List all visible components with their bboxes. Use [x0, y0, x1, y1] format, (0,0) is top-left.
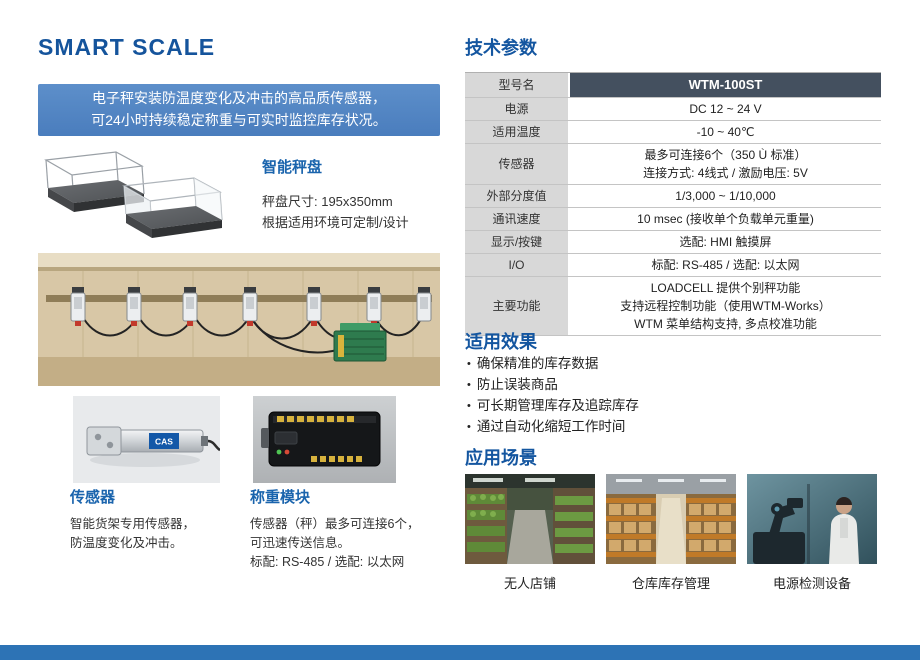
spec-value: 1/3,000 ~ 1/10,000 [570, 184, 881, 207]
spec-label: 通讯速度 [465, 207, 570, 230]
spec-row-temperature: 适用温度 -10 ~ 40℃ [465, 120, 881, 144]
spec-label: 电源 [465, 97, 570, 120]
spec-value: DC 12 ~ 24 V [570, 97, 881, 120]
loadcell-photo: CAS [73, 396, 220, 483]
scenario-caption: 无人店铺 [503, 576, 556, 591]
spec-row-io: I/O 标配: RS-485 / 选配: 以太网 [465, 253, 881, 277]
smart-plate-illustration [36, 138, 253, 248]
intro-banner: 电子秤安装防温度变化及冲击的高品质传感器， 可24小时持续稳定称重与可实时监控库… [38, 84, 440, 136]
module-line2: 可迅速传送信息。 [250, 535, 351, 550]
scenario-caption: 电源检测设备 [772, 576, 851, 591]
sensor-info: 传感器 智能货架专用传感器， 防温度变化及冲击。 [70, 486, 245, 553]
scenarios-section-title: 应用场景 [465, 448, 537, 468]
spec-row-functions: 主要功能 LOADCELL 提供个别秤功能 支持远程控制功能（使用WTM-Wor… [465, 276, 881, 336]
sensor-line1: 智能货架专用传感器， [70, 517, 196, 531]
effects-list: 确保精准的库存数据 防止误装商品 可长期管理库存及追踪库存 通过自动化缩短工作时… [467, 354, 639, 438]
tray-right [122, 177, 223, 238]
module-info: 称重模块 传感器（秤）最多可连接6个， 可迅速传送信息。 标配: RS-485 … [250, 486, 445, 571]
controller-boards [333, 323, 387, 362]
spec-label: 适用温度 [465, 120, 570, 143]
robot-arm-silhouette [753, 498, 805, 564]
loadcell-graphic: CAS [73, 396, 220, 483]
shelf-installation-photo [38, 253, 440, 386]
spec-value-model: WTM-100ST [570, 73, 881, 97]
spec-row-speed: 通讯速度 10 msec (接收单个负载单元重量) [465, 207, 881, 231]
scenarios-row: 无人店铺 [465, 474, 881, 592]
smart-plate-title: 智能秤盘 [262, 159, 323, 176]
spec-row-sensor: 传感器 最多可连接6个（350 Ù 标准） 连接方式: 4线式 / 激励电压: … [465, 143, 881, 185]
sensor-title: 传感器 [70, 489, 116, 506]
footer-bar [0, 645, 920, 660]
spec-row-model: 型号名 WTM-100ST [465, 73, 881, 98]
spec-value: -10 ~ 40℃ [570, 120, 881, 143]
page-title: SMART SCALE [38, 34, 216, 60]
scenario-caption: 仓库库存管理 [631, 576, 710, 591]
shelf-load-sensors [70, 287, 432, 326]
spec-row-display: 显示/按键 选配: HMI 触摸屏 [465, 230, 881, 254]
spec-label: 主要功能 [465, 276, 570, 335]
effect-item: 可长期管理库存及追踪库存 [467, 396, 639, 417]
spec-label: 显示/按键 [465, 230, 570, 253]
scenario-warehouse: 仓库库存管理 [606, 474, 739, 592]
scenario-photo-warehouse [606, 474, 736, 564]
scenario-photo-unmanned-store [465, 474, 595, 564]
spec-label: 型号名 [465, 73, 570, 97]
effect-item: 防止误装商品 [467, 375, 639, 396]
spec-table: 型号名 WTM-100ST 电源 DC 12 ~ 24 V 适用温度 -10 ~… [465, 72, 881, 336]
inspection-scene-graphic [747, 474, 877, 564]
spec-row-power: 电源 DC 12 ~ 24 V [465, 97, 881, 121]
effects-section-title: 适用效果 [465, 332, 537, 352]
scale-trays-graphic [44, 151, 223, 238]
store-scene-graphic [465, 474, 595, 564]
intro-banner-line2: 可24小时持续稳定称重与可实时监控库存状况。 [91, 112, 387, 128]
spec-value: 10 msec (接收单个负载单元重量) [570, 207, 881, 230]
sensor-line2: 防温度变化及冲击。 [70, 535, 183, 550]
scenario-photo-power-inspection [747, 474, 877, 564]
smart-plate-line2: 根据适用环境可定制/设计 [262, 215, 409, 231]
specs-section-title: 技术参数 [465, 38, 537, 58]
spec-label: I/O [465, 253, 570, 276]
scenario-unmanned-store: 无人店铺 [465, 474, 598, 592]
spec-label: 传感器 [465, 143, 570, 184]
intro-banner-line1: 电子秤安装防温度变化及冲击的高品质传感器， [92, 90, 386, 107]
spec-value: LOADCELL 提供个别秤功能 支持远程控制功能（使用WTM-Works） W… [570, 276, 881, 335]
effect-item: 确保精准的库存数据 [467, 354, 639, 375]
smart-plate-info: 智能秤盘 秤盘尺寸: 195x350mm 根据适用环境可定制/设计 [262, 156, 442, 234]
spec-value: 最多可连接6个（350 Ù 标准） 连接方式: 4线式 / 激励电压: 5V [570, 143, 881, 184]
effect-item: 通过自动化缩短工作时间 [467, 417, 639, 438]
spec-label: 外部分度值 [465, 184, 570, 207]
weighing-module-graphic [253, 396, 396, 483]
module-line1: 传感器（秤）最多可连接6个， [250, 517, 420, 531]
shelf-photo-graphic [38, 253, 440, 386]
loadcell-brand-text: CAS [155, 437, 173, 447]
module-title: 称重模块 [250, 489, 311, 506]
scenario-power-inspection: 电源检测设备 [747, 474, 880, 592]
weighing-module-photo [253, 396, 396, 483]
spec-value: 标配: RS-485 / 选配: 以太网 [570, 253, 881, 276]
technician-figure [829, 497, 859, 564]
warehouse-scene-graphic [606, 474, 736, 564]
smart-plate-line1: 秤盘尺寸: 195x350mm [262, 194, 393, 209]
spec-row-division: 外部分度值 1/3,000 ~ 1/10,000 [465, 184, 881, 208]
spec-value: 选配: HMI 触摸屏 [570, 230, 881, 253]
module-line3: 标配: RS-485 / 选配: 以太网 [250, 554, 405, 569]
